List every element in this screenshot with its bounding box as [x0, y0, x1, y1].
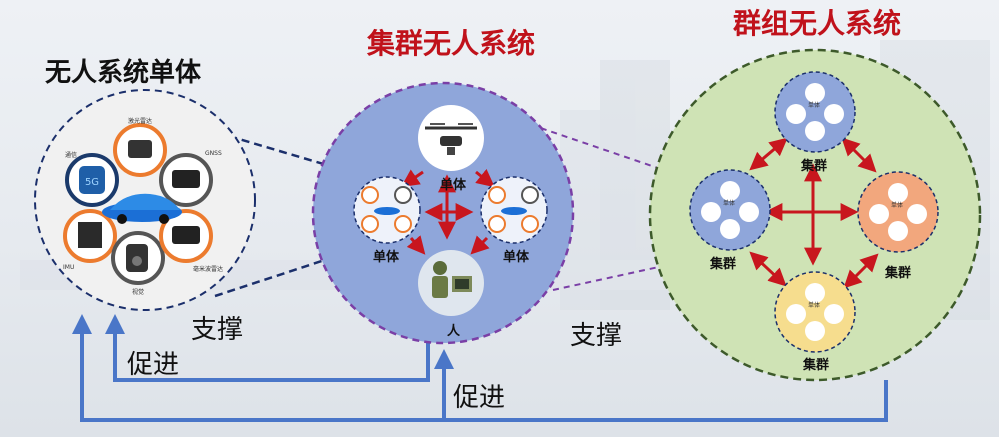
sensor-comm-label: 通信 [65, 152, 78, 159]
cluster-bottom-icon [774, 271, 856, 353]
sensor-lidar-icon [113, 123, 167, 177]
drone-icon [418, 105, 484, 171]
left-unit-icon [353, 176, 421, 244]
right-unit-icon [480, 176, 548, 244]
cluster-left-icon [689, 169, 771, 251]
mini-unit-label: 单体 [808, 302, 821, 309]
sensor-imu-icon [63, 209, 117, 263]
promote-left-caption: 促进 [127, 350, 180, 380]
right-unit-label: 单体 [503, 250, 530, 265]
left-unit-label: 单体 [373, 250, 400, 265]
support-right-caption: 支撑 [570, 321, 623, 351]
cluster-right-icon [857, 171, 939, 253]
sensor-gnss-icon [159, 153, 213, 207]
promote-arrows [72, 314, 888, 422]
drone-node-label: 单体 [440, 178, 467, 193]
sensor-vision-icon [111, 231, 165, 285]
group-system-diagram [648, 48, 982, 382]
sensor-radar-icon [159, 209, 213, 263]
mini-unit-label: 单体 [808, 102, 821, 109]
cluster-bottom-label: 集群 [803, 358, 830, 373]
single-unit-diagram: 5G [34, 89, 256, 311]
left-to-middle-connectors [116, 101, 393, 298]
group-system-title: 群组无人系统 [733, 7, 902, 40]
cluster-left-label: 集群 [710, 257, 737, 272]
sensor-vision-label: 视觉 [132, 289, 145, 296]
human-operator-icon [418, 250, 484, 316]
sensor-imu-label: IMU [63, 264, 75, 271]
promote-right-caption: 促进 [453, 383, 506, 413]
support-left-caption: 支撑 [191, 315, 244, 345]
single-system-title: 无人系统单体 [45, 58, 202, 88]
cluster-system-diagram [311, 81, 575, 345]
sensor-gnss-label: GNSS [205, 150, 222, 157]
cluster-top-icon [774, 71, 856, 153]
cluster-right-label: 集群 [885, 266, 912, 281]
cluster-top-label: 集群 [801, 159, 828, 174]
sensor-comm-icon: 5G [65, 153, 119, 207]
car-icon [102, 193, 182, 224]
mini-unit-label: 单体 [891, 202, 904, 209]
sensor-radar-label: 毫米波雷达 [193, 266, 224, 273]
sensor-lidar-label: 激光雷达 [128, 118, 153, 125]
mini-unit-label: 单体 [723, 200, 736, 207]
svg-text:5G: 5G [85, 177, 99, 188]
human-node-label: 人 [447, 324, 461, 339]
cluster-system-title: 集群无人系统 [367, 27, 536, 60]
